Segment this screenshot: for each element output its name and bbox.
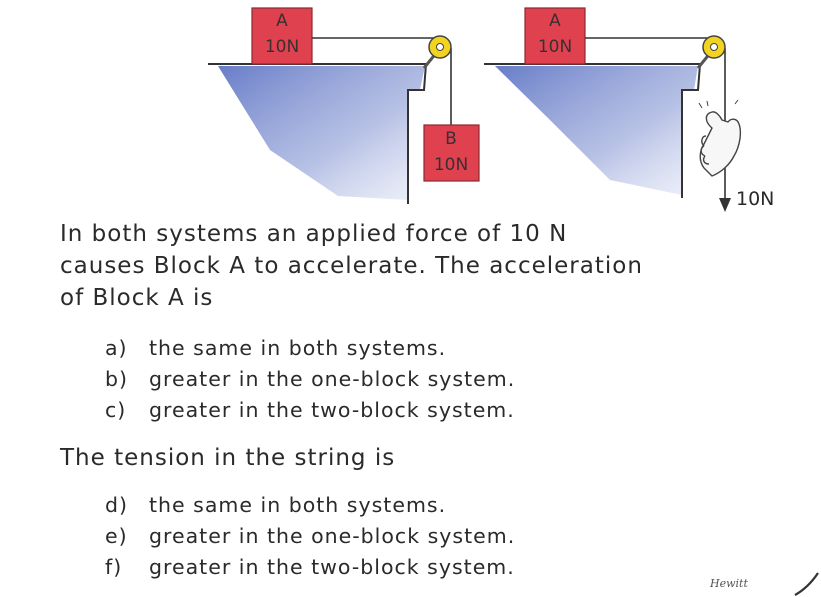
question1-line-2: causes Block A to accelerate. The accele… [60,253,643,279]
right-block-a-letter: A [549,11,561,31]
right-pulley [696,35,726,69]
right-table-shading [495,66,698,195]
option-a-letter: a) [105,336,128,360]
option-b[interactable]: b) greater in the one-block system. [105,364,515,395]
left-table-edge [407,63,427,204]
signature-area: Hewitt [709,572,819,596]
question1-stem: In both systems an applied force of 10 N… [60,218,643,314]
option-f[interactable]: f) greater in the two-block system. [105,552,515,583]
left-pulley [422,35,452,69]
option-d-letter: d) [105,493,129,517]
option-d-text: the same in both systems. [149,493,447,517]
question1-line-3: of Block A is [60,285,214,311]
option-c[interactable]: c) greater in the two-block system. [105,395,515,426]
left-block-b: B 10N [423,124,480,182]
option-d[interactable]: d) the same in both systems. [105,490,446,521]
artist-signature: Hewitt [709,577,748,590]
option-e[interactable]: e) greater in the one-block system. [105,521,515,552]
left-block-b-letter: B [445,129,457,149]
force-arrowhead [719,198,731,212]
option-f-text: greater in the two-block system. [149,555,515,579]
physics-figure: A 10N B 10N A 10N [208,7,774,212]
option-b-text: greater in the one-block system. [149,367,516,391]
left-block-a-weight: 10N [265,37,299,57]
option-c-letter: c) [105,398,127,422]
question1-line-1: In both systems an applied force of 10 N [60,221,568,247]
hand-icon [698,99,742,177]
option-e-text: greater in the one-block system. [149,524,516,548]
right-block-a-weight: 10N [538,37,572,57]
applied-force-label: 10N [736,188,774,210]
left-block-b-weight: 10N [434,155,468,175]
left-block-a-letter: A [276,11,288,31]
left-system: A 10N B 10N [208,7,480,204]
option-a[interactable]: a) the same in both systems. [105,333,446,364]
question2-stem: The tension in the string is [60,445,396,471]
option-b-letter: b) [105,367,129,391]
left-block-a: A 10N [251,7,313,65]
right-system: A 10N 10N [484,7,774,212]
option-e-letter: e) [105,524,128,548]
option-f-letter: f) [105,555,123,579]
option-c-text: greater in the two-block system. [149,398,515,422]
left-table-shading [218,66,425,200]
right-block-a: A 10N [524,7,586,65]
page-curl-edge [794,572,819,596]
option-a-text: the same in both systems. [149,336,447,360]
right-table-edge [681,63,701,198]
